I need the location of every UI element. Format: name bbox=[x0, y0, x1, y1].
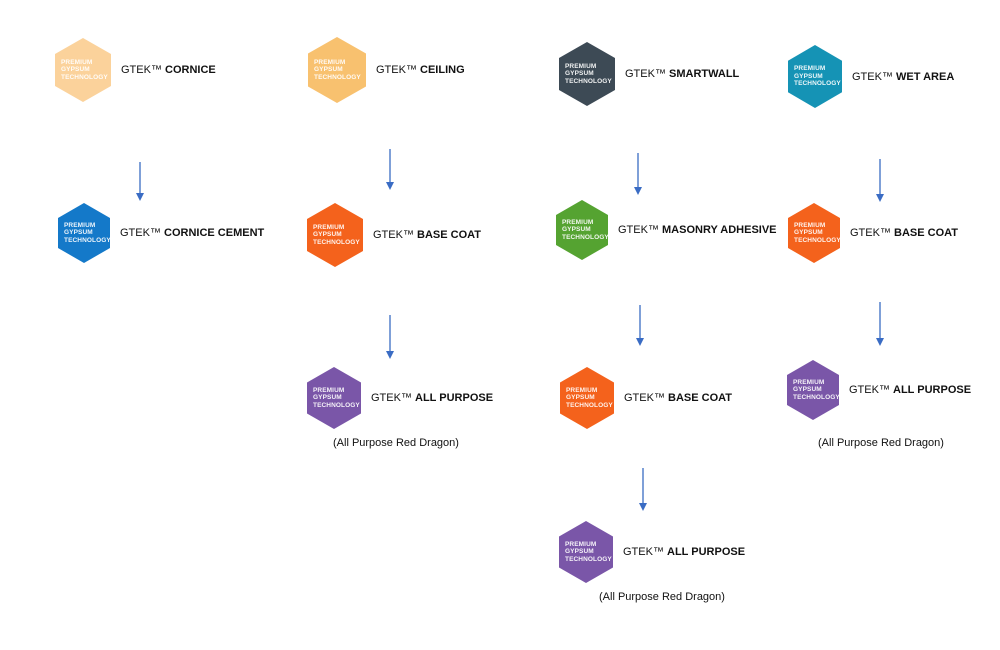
node-label-masonry-adhesive: GTEK™ MASONRY ADHESIVE bbox=[618, 224, 777, 236]
node-label-base-coat-1: GTEK™ BASE COAT bbox=[373, 229, 481, 241]
node-label-all-purpose-2: GTEK™ ALL PURPOSE bbox=[849, 384, 972, 396]
node-label-base-coat-2: GTEK™ BASE COAT bbox=[624, 392, 732, 404]
node-label-all-purpose-3: GTEK™ ALL PURPOSE bbox=[623, 546, 746, 558]
node-label-smartwall: GTEK™ SMARTWALL bbox=[625, 68, 740, 80]
note-all-purpose-2: (All Purpose Red Dragon) bbox=[818, 437, 944, 449]
node-label-cornice: GTEK™ CORNICE bbox=[121, 64, 216, 76]
note-all-purpose-1: (All Purpose Red Dragon) bbox=[333, 437, 459, 449]
node-label-wet-area: GTEK™ WET AREA bbox=[852, 70, 955, 83]
node-label-cornice-cement: GTEK™ CORNICE CEMENT bbox=[120, 227, 265, 239]
node-label-ceiling: GTEK™ CEILING bbox=[376, 64, 465, 76]
note-all-purpose-3: (All Purpose Red Dragon) bbox=[599, 591, 725, 603]
node-label-base-coat-3: GTEK™ BASE COAT bbox=[850, 227, 958, 239]
node-label-all-purpose-1: GTEK™ ALL PURPOSE bbox=[371, 392, 494, 404]
